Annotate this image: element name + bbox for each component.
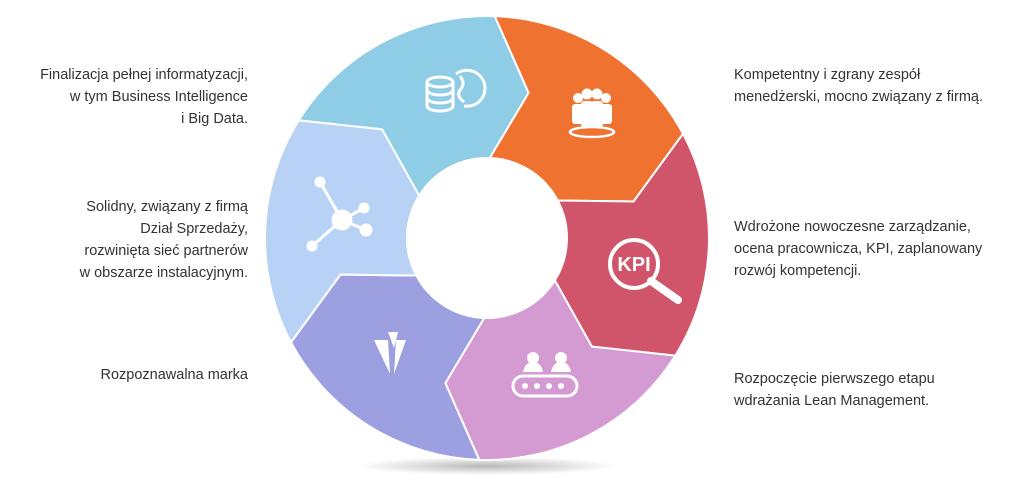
center-hole: [407, 158, 567, 318]
conveyor-workers-icon: [511, 352, 579, 398]
kpi-label: KPI: [617, 254, 650, 276]
caption-team: Kompetentny i zgrany zespół menedżerski,…: [734, 67, 983, 105]
caption-lean: Rozpoczęcie pierwszego etapu wdrażania L…: [734, 371, 935, 409]
kpi-magnifier-icon: KPI: [608, 238, 682, 304]
team-group-icon: [568, 88, 616, 139]
network-hub-icon: [306, 176, 373, 252]
caption-brand: Rozpoznawalna marka: [100, 367, 249, 383]
caption-sales: Solidny, związany z firmą Dział Sprzedaż…: [79, 199, 248, 281]
caption-it: Finalizacja pełnej informatyzacji, w tym…: [40, 67, 248, 127]
database-globe-icon: [425, 68, 487, 113]
caption-kpi: Wdrożone nowoczesne zarządzanie, ocena p…: [734, 219, 983, 279]
diagram-shadow: [357, 457, 617, 475]
brand-logo-icon: [374, 332, 406, 374]
